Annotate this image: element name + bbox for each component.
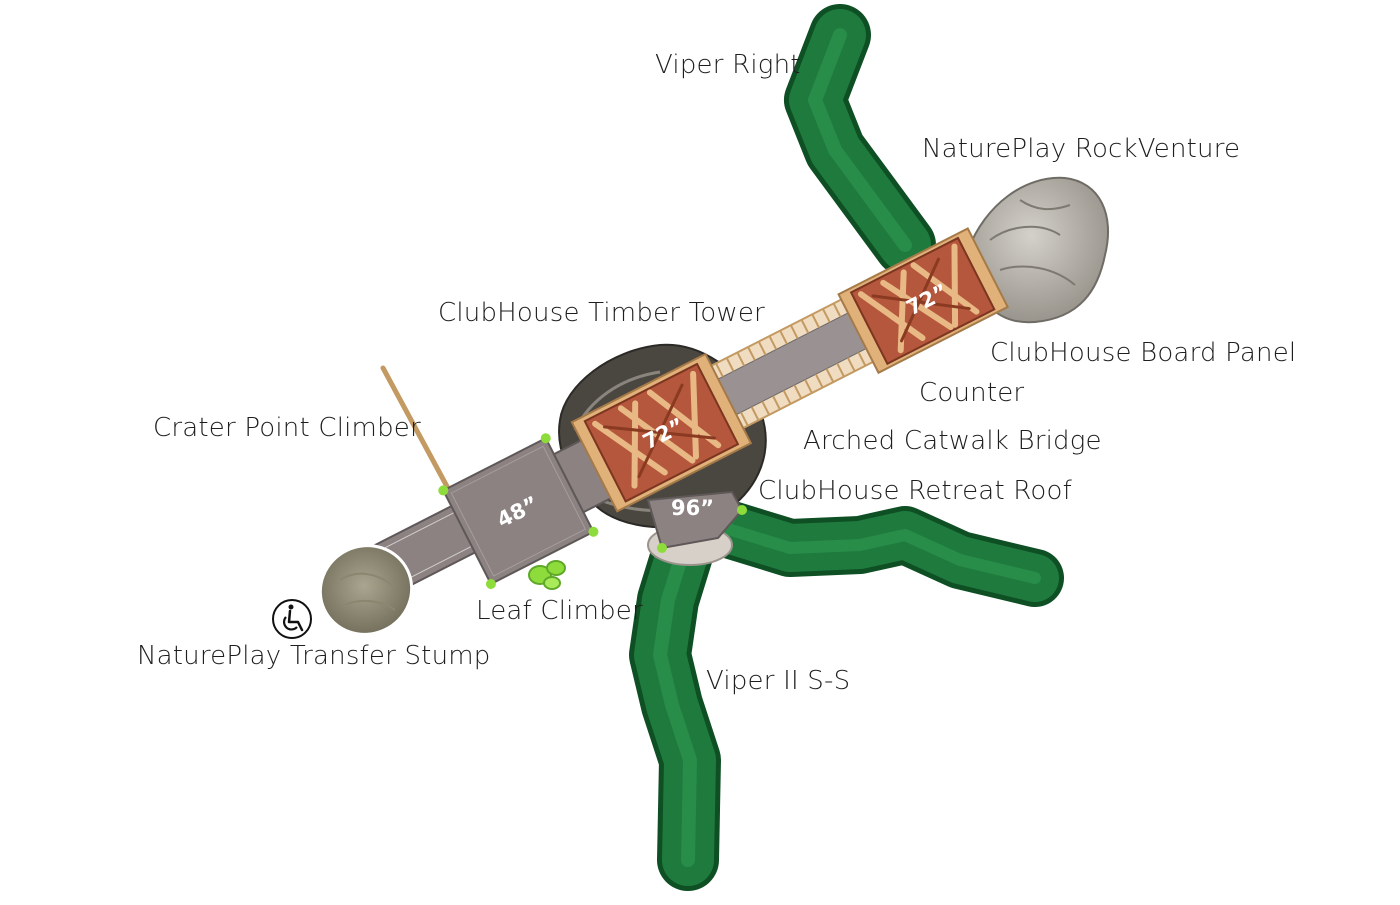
crater-point-climber: [380, 365, 453, 495]
label-arched-catwalk-bridge: Arched Catwalk Bridge: [803, 426, 1102, 456]
upper-timber-tower: 72”: [837, 227, 1010, 375]
viper-right-slide: [784, 4, 936, 276]
label-transfer-stump: NaturePlay Transfer Stump: [137, 641, 491, 671]
wheelchair-accessible-icon: [272, 599, 312, 639]
label-crater-point-climber: Crater Point Climber: [153, 413, 421, 443]
label-viper-ii: Viper II S-S: [706, 666, 851, 696]
main-timber-tower: 72”: [570, 352, 753, 513]
leaf-climber: [528, 560, 566, 590]
viper-ii-slides: [629, 496, 1064, 891]
retreat-deck-96: 96”: [646, 490, 747, 553]
label-board-panel: ClubHouse Board Panel: [990, 338, 1297, 368]
label-retreat-roof: ClubHouse Retreat Roof: [758, 476, 1072, 506]
label-leaf-climber: Leaf Climber: [476, 596, 643, 626]
retreat-deck-height: 96”: [671, 496, 714, 520]
label-timber-tower: ClubHouse Timber Tower: [438, 298, 765, 328]
label-rockventure: NaturePlay RockVenture: [922, 134, 1241, 164]
natureplay-transfer-stump: [318, 544, 414, 636]
rockventure-rock: [966, 176, 1110, 324]
label-counter: Counter: [919, 378, 1025, 408]
label-viper-right: Viper Right: [655, 50, 801, 80]
